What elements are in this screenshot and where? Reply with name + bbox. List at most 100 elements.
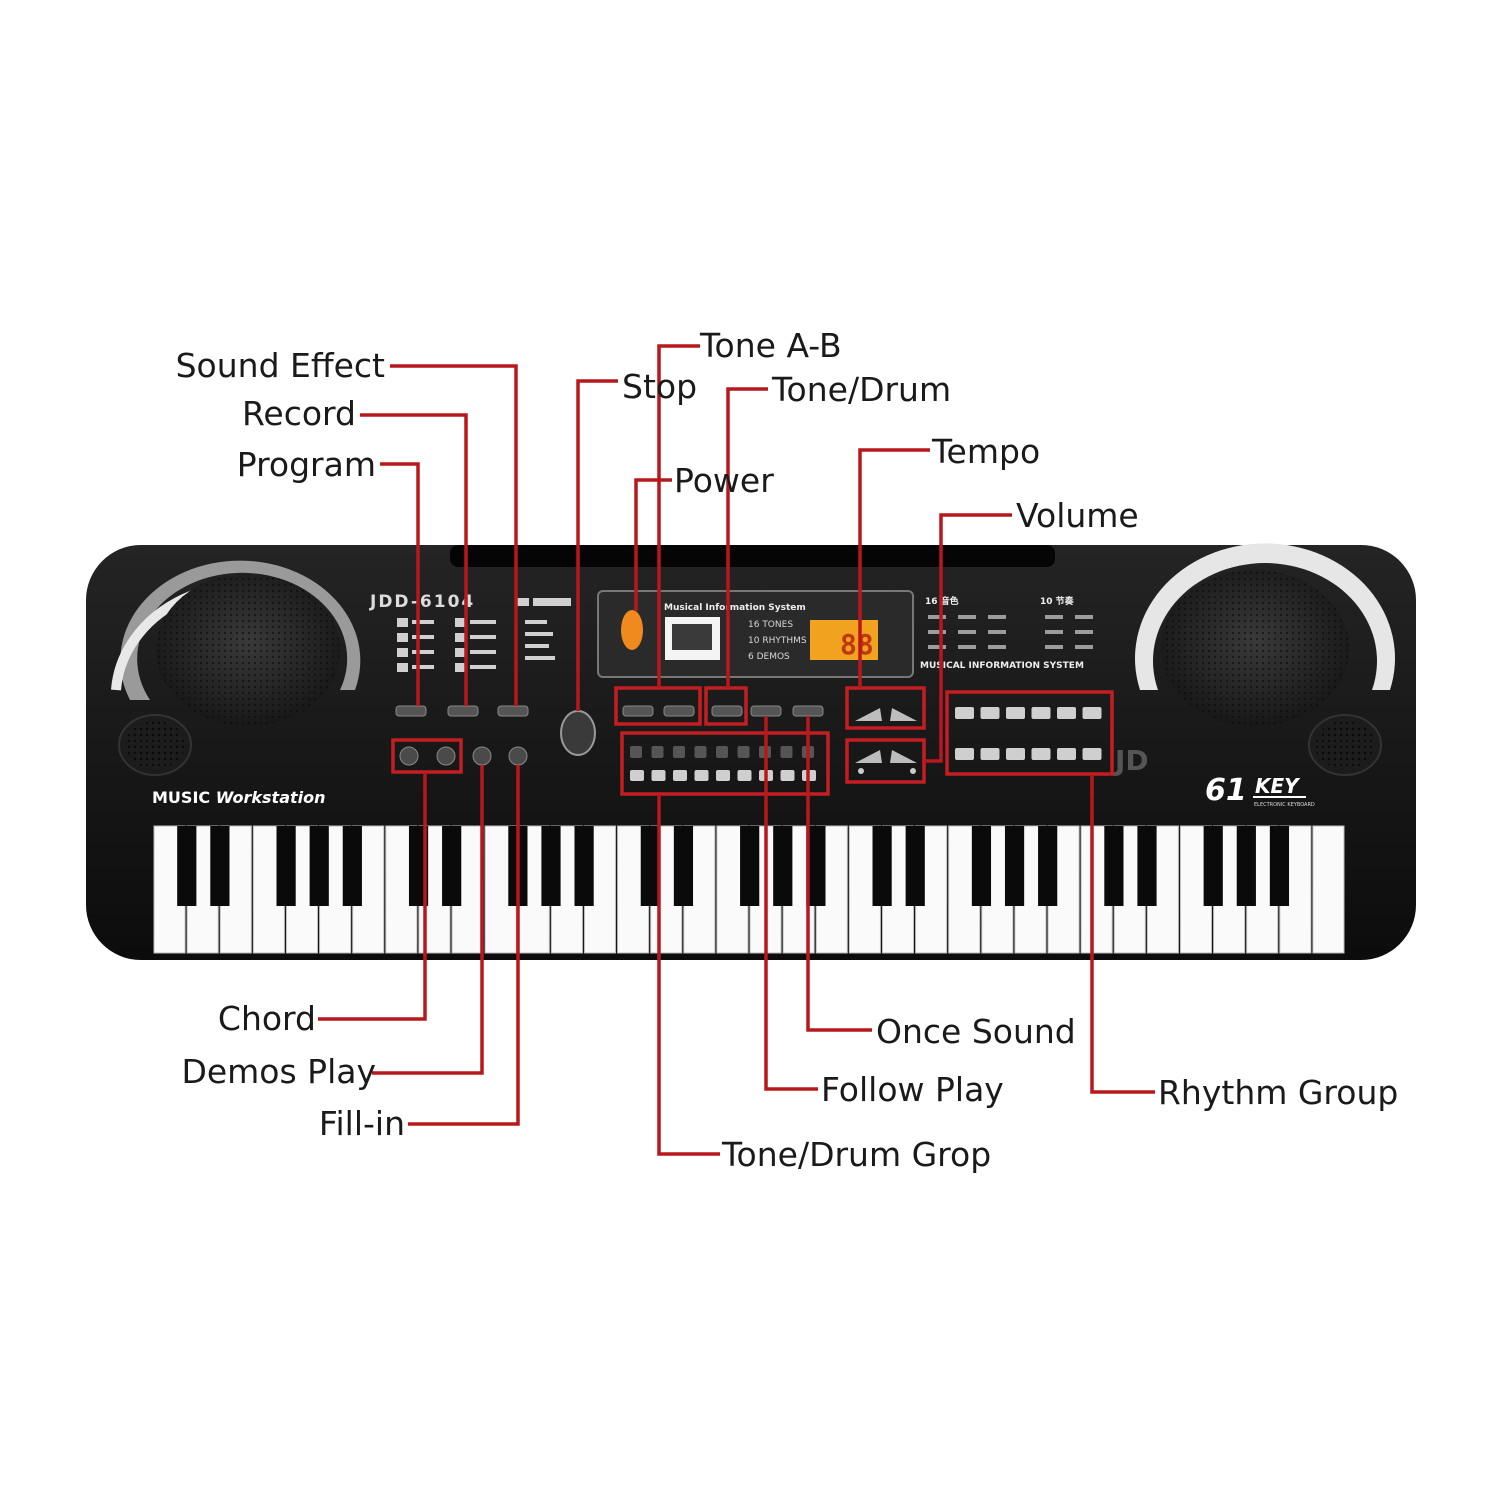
black-key[interactable] xyxy=(673,826,694,906)
tone-drum-group-button[interactable] xyxy=(694,746,707,758)
rhythm-button[interactable] xyxy=(1082,707,1102,719)
tone-drum-box xyxy=(704,686,748,726)
tone-a-button[interactable] xyxy=(622,705,654,717)
tone-drum-group-button[interactable] xyxy=(737,746,750,758)
fill-in-button[interactable] xyxy=(508,746,528,766)
led-display xyxy=(810,620,878,660)
black-key[interactable] xyxy=(773,826,793,906)
black-key[interactable] xyxy=(177,826,197,906)
white-key[interactable] xyxy=(1312,825,1345,954)
black-key[interactable] xyxy=(1203,826,1223,906)
rhythm-button[interactable] xyxy=(955,748,974,760)
key-badge-number: 61 xyxy=(1205,773,1247,808)
black-key[interactable] xyxy=(574,826,594,906)
black-key[interactable] xyxy=(740,826,760,906)
black-key[interactable] xyxy=(541,826,561,906)
rhythm-box xyxy=(945,690,1114,776)
panel-caption: MUSICAL INFORMATION SYSTEM xyxy=(920,661,1084,671)
tempo-up-button[interactable] xyxy=(890,708,917,721)
rhythm-button[interactable] xyxy=(980,707,1000,719)
rhythm-button[interactable] xyxy=(1031,707,1051,719)
tone-drum-group-button[interactable] xyxy=(651,770,666,781)
piano-keys xyxy=(153,825,1345,954)
label-power: Power xyxy=(674,461,774,500)
display-title: Musical Information System xyxy=(664,603,806,613)
label-once-sound: Once Sound xyxy=(876,1012,1076,1051)
tone-drum-group-button[interactable] xyxy=(780,770,795,781)
chord-button-2[interactable] xyxy=(436,746,456,766)
black-key[interactable] xyxy=(276,826,296,906)
display-item-tones: 16 TONES xyxy=(748,620,793,630)
label-tone-drum: Tone/Drum xyxy=(771,370,951,409)
black-key[interactable] xyxy=(806,826,826,906)
volume-up-button[interactable] xyxy=(890,750,917,763)
display-item-demos: 6 DEMOS xyxy=(748,652,790,662)
tone-drum-group-button[interactable] xyxy=(630,770,644,781)
tone-b-button[interactable] xyxy=(663,705,695,717)
volume-down-button[interactable] xyxy=(855,750,882,763)
rhythm-button[interactable] xyxy=(1006,748,1025,760)
label-follow-play: Follow Play xyxy=(821,1070,1004,1109)
rhythm-group-buttons xyxy=(955,707,1102,760)
label-stop: Stop xyxy=(622,367,697,406)
callout-labels: Sound Effect Record Program Stop Tone A-… xyxy=(176,326,1399,1174)
label-volume: Volume xyxy=(1016,496,1139,535)
label-chord: Chord xyxy=(218,999,316,1038)
label-demos-play: Demos Play xyxy=(181,1052,376,1091)
tempo-box xyxy=(845,686,926,730)
black-key[interactable] xyxy=(342,826,362,906)
tone-drum-group-button[interactable] xyxy=(673,770,687,781)
key-badge-sub: ELECTRONIC KEYBOARD xyxy=(1254,802,1315,808)
tone-drum-group-button[interactable] xyxy=(630,746,642,758)
rhythm-button[interactable] xyxy=(1082,748,1102,760)
key-badge-word: KEY xyxy=(1255,774,1301,798)
label-tempo: Tempo xyxy=(931,432,1040,471)
black-key[interactable] xyxy=(905,826,925,906)
program-button[interactable] xyxy=(395,705,427,717)
info-panel: 16 音色 10 节奏 MUSICAL INFORMATION SYSTEM xyxy=(920,595,1093,671)
rhythm-button[interactable] xyxy=(1057,748,1076,760)
follow-play-button[interactable] xyxy=(750,705,782,717)
stop-button[interactable] xyxy=(560,710,596,756)
black-key[interactable] xyxy=(1004,826,1025,906)
jd-logo: JD xyxy=(1113,744,1149,777)
tempo-down-button[interactable] xyxy=(855,708,882,721)
tone-drum-group-button[interactable] xyxy=(780,746,793,758)
tone-drum-group-button[interactable] xyxy=(737,770,752,781)
tone-drum-group-button[interactable] xyxy=(651,746,664,758)
left-speaker xyxy=(111,560,361,776)
black-key[interactable] xyxy=(442,826,462,906)
black-key[interactable] xyxy=(309,826,329,906)
demos-play-button[interactable] xyxy=(472,746,492,766)
tone-drum-button[interactable] xyxy=(711,705,743,717)
black-key[interactable] xyxy=(1137,826,1157,906)
black-key[interactable] xyxy=(1236,826,1256,906)
black-key[interactable] xyxy=(210,826,230,906)
once-sound-button[interactable] xyxy=(792,705,824,717)
model-label: JDD-6104 xyxy=(369,592,475,612)
black-key[interactable] xyxy=(971,826,992,906)
led-digits: 88 xyxy=(840,628,874,661)
tone-drum-group-button[interactable] xyxy=(694,770,709,781)
rhythm-button[interactable] xyxy=(1006,707,1025,719)
display-window: Musical Information System 16 TONES 10 R… xyxy=(597,590,914,678)
right-speaker xyxy=(1135,543,1395,776)
tone-drum-group-button[interactable] xyxy=(673,746,685,758)
black-key[interactable] xyxy=(640,826,660,906)
brand-text: MUSIC Workstation xyxy=(152,788,326,807)
leader-lines xyxy=(318,344,1155,1156)
record-button[interactable] xyxy=(447,705,479,717)
rhythm-button[interactable] xyxy=(1057,707,1076,719)
tone-drum-group-button[interactable] xyxy=(716,746,728,758)
rhythm-button[interactable] xyxy=(1031,748,1051,760)
rhythm-button[interactable] xyxy=(955,707,974,719)
tone-drum-group-button[interactable] xyxy=(716,770,730,781)
black-key[interactable] xyxy=(1104,826,1124,906)
black-key[interactable] xyxy=(1038,826,1058,906)
black-key[interactable] xyxy=(1269,826,1290,906)
chord-button-1[interactable] xyxy=(399,746,419,766)
black-key[interactable] xyxy=(872,826,892,906)
sound-effect-button[interactable] xyxy=(497,705,529,717)
rhythm-button[interactable] xyxy=(980,748,1000,760)
